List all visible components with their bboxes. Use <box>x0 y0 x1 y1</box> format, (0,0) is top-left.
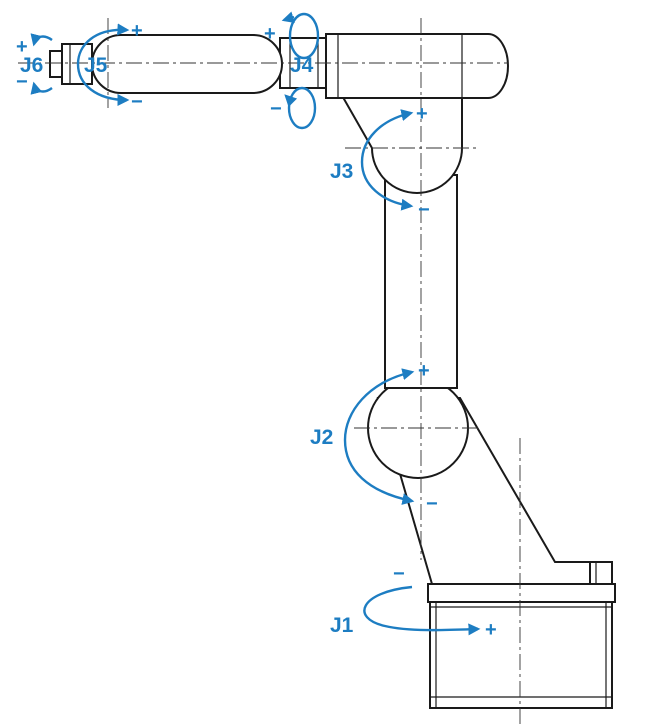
j4-label: J4 <box>290 54 314 77</box>
tool-flange <box>49 43 93 85</box>
j4-housing <box>279 33 509 99</box>
j5-plus-sign: + <box>131 20 143 42</box>
j2-label: J2 <box>310 426 333 449</box>
j6-minus-sign: − <box>16 71 28 93</box>
shoulder-link <box>367 377 591 585</box>
j6-label: J6 <box>20 54 43 77</box>
j6-rotation-arrow-bottom <box>30 81 53 95</box>
j3-label: J3 <box>330 160 353 183</box>
j2-rotation-arrow <box>343 368 415 505</box>
j5-label: J5 <box>84 54 108 77</box>
j2-plus-sign: + <box>418 360 430 382</box>
j6-annotation: + − J6 <box>16 33 53 95</box>
j1-minus-sign: − <box>393 563 405 585</box>
j4-annotation: + − J4 <box>264 11 320 130</box>
j4-rotation-ring-top <box>288 12 320 60</box>
j4-minus-sign: − <box>270 98 282 120</box>
j3-minus-sign: − <box>418 199 430 221</box>
wrist-link <box>91 34 283 94</box>
j5-annotation: + − J5 <box>76 20 143 113</box>
j1-annotation: − + J1 <box>330 563 497 641</box>
j3-annotation: + − J3 <box>330 103 430 221</box>
j2-minus-sign: − <box>426 493 438 515</box>
base-housing <box>427 561 616 709</box>
j3-plus-sign: + <box>416 103 428 125</box>
j2-annotation: + − J2 <box>310 360 438 515</box>
j1-rotation-arrow <box>363 585 481 636</box>
j5-minus-sign: − <box>131 91 143 113</box>
j3-rotation-arrow <box>360 109 414 211</box>
joint-annotations: − + J1 + − J2 + − J3 + − J4 <box>16 11 497 641</box>
j1-label: J1 <box>330 614 354 637</box>
j5-rotation-arrow <box>76 23 130 106</box>
elbow-housing <box>338 91 463 194</box>
j4-plus-sign: + <box>264 23 276 45</box>
j4-rotation-ring-bottom <box>287 86 317 130</box>
j1-plus-sign: + <box>485 619 497 641</box>
center-lines <box>18 18 521 724</box>
j6-plus-sign: + <box>16 36 28 58</box>
j6-rotation-arrow-top <box>30 33 53 47</box>
